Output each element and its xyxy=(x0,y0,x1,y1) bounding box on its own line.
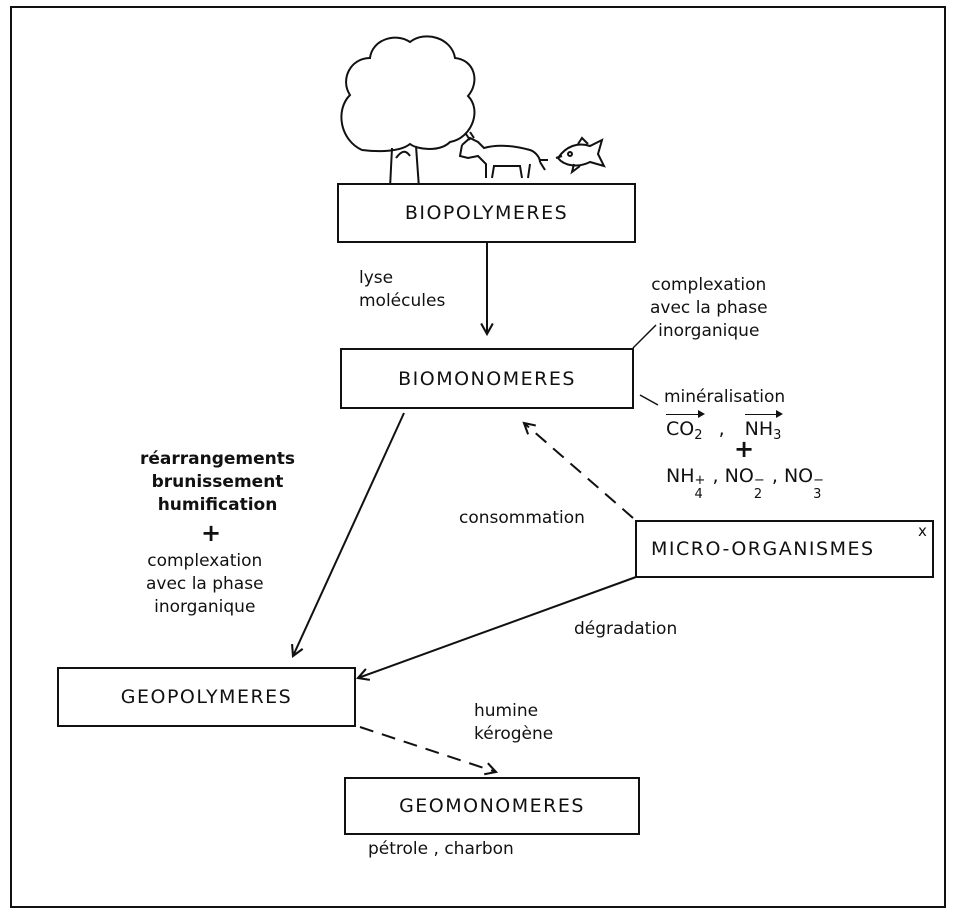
formula-nh4-sup: + xyxy=(694,473,706,488)
node-biomonomeres: BIOMONOMERES xyxy=(340,348,634,409)
label-humine-line2: kérogène xyxy=(474,724,554,744)
pointer-mineralisation xyxy=(639,394,659,406)
formula-separator-2: , xyxy=(712,465,719,487)
formula-co2-sub: 2 xyxy=(694,428,703,443)
formula-co2-base: CO xyxy=(666,418,695,440)
arrow-humine xyxy=(359,726,499,776)
label-complexation-left-line2: avec la phase xyxy=(146,574,264,594)
label-consommation: consommation xyxy=(459,508,585,528)
formula-co2-nh3: CO2 , NH3 xyxy=(666,410,784,443)
label-complexation-left-line3: inorganique xyxy=(154,597,256,617)
node-geopolymeres: GEOPOLYMERES xyxy=(57,667,356,727)
label-mineralisation: minéralisation xyxy=(664,387,786,407)
formula-no3-sup: − xyxy=(813,473,825,488)
label-rearrangements-line2: brunissement xyxy=(151,472,284,492)
tree-icon xyxy=(340,35,476,189)
node-micro-organismes: MICRO-ORGANISMES xyxy=(635,520,934,578)
label-plus-left: + xyxy=(201,519,222,547)
label-rearrangements-line3: humification xyxy=(157,495,278,515)
label-petrole: pétrole , charbon xyxy=(368,839,514,859)
label-rearrangements-line1: réarrangements xyxy=(140,449,296,469)
node-biopolymeres: BIOPOLYMERES xyxy=(337,183,636,243)
formula-no2-base: NO xyxy=(724,465,754,487)
formula-no3-base: NO xyxy=(783,465,814,487)
label-rearrangements: réarrangements brunissement humification xyxy=(140,448,295,517)
node-geomonomeres: GEOMONOMERES xyxy=(344,777,640,835)
diagram-frame xyxy=(10,6,946,908)
label-degradation: dégradation xyxy=(574,619,678,639)
label-humine-line1: humine xyxy=(474,701,539,721)
arrow-consommation xyxy=(522,421,634,519)
node-micro-organismes-mark: x xyxy=(918,522,927,540)
label-complexation-top: complexation avec la phase inorganique xyxy=(650,274,768,343)
label-complexation-left: complexation avec la phase inorganique xyxy=(146,550,264,619)
label-complexation-left-line1: complexation xyxy=(147,551,263,571)
label-complexation-top-line1: complexation xyxy=(651,275,767,295)
label-complexation-top-line3: inorganique xyxy=(658,321,760,341)
formula-nh3-sub: 3 xyxy=(773,428,782,443)
formula-co2: CO2 xyxy=(666,410,705,443)
formula-nh4-sub: 4 xyxy=(694,487,703,502)
pointer-complexation xyxy=(632,324,657,349)
formula-no2-sub: 2 xyxy=(753,487,763,502)
formula-nh3-base: NH xyxy=(744,418,774,440)
label-lyse: lyse molécules xyxy=(359,267,445,313)
label-complexation-top-line2: avec la phase xyxy=(650,298,768,318)
formula-nh4-no2-no3: NH+4 , NO−2 , NO−3 xyxy=(666,465,825,502)
formula-no2-sup: − xyxy=(753,473,765,488)
label-lyse-line2: molécules xyxy=(359,291,446,311)
label-humine: humine kérogène xyxy=(474,700,553,746)
formula-nh4-base: NH xyxy=(666,465,695,487)
label-plus-right: + xyxy=(734,435,755,463)
label-lyse-line1: lyse xyxy=(359,268,394,288)
formula-nh3: NH3 xyxy=(744,410,784,443)
formula-separator-1: , xyxy=(718,418,725,440)
arrow-degradation xyxy=(355,576,637,681)
fish-icon xyxy=(555,136,606,175)
formula-no3-sub: 3 xyxy=(813,487,822,502)
cow-icon xyxy=(458,131,548,179)
formula-separator-3: , xyxy=(771,465,778,487)
node-micro-organismes-label: MICRO-ORGANISMES xyxy=(651,538,875,560)
arrow-humification xyxy=(291,412,405,658)
